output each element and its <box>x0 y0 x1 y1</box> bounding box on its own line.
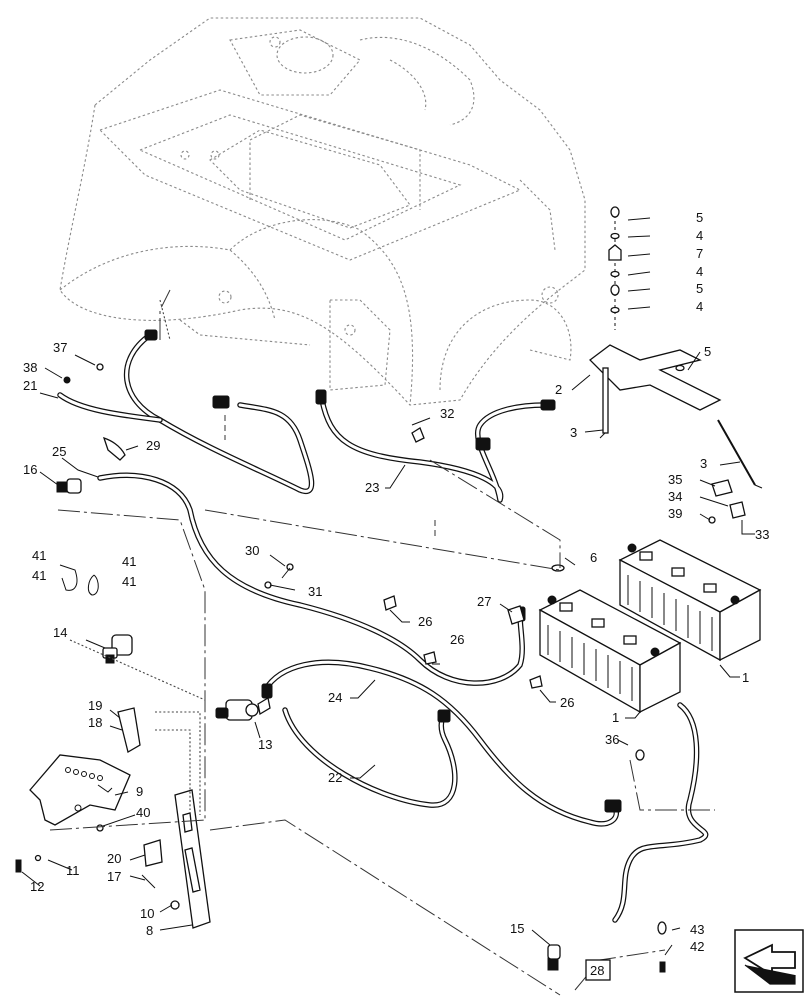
callout-32: 32 <box>440 406 454 421</box>
callout-26: 26 <box>450 632 464 647</box>
callout-18: 18 <box>88 715 102 730</box>
callout-27: 27 <box>477 594 491 609</box>
callout-17: 17 <box>107 869 121 884</box>
small-parts <box>63 363 746 973</box>
connector-16 <box>56 478 82 494</box>
callout-6: 6 <box>590 550 597 565</box>
callout-36: 36 <box>605 732 619 747</box>
callout-34: 34 <box>668 489 682 504</box>
callout-4: 4 <box>696 228 703 243</box>
bolt-12 <box>15 859 22 873</box>
callout-leaders <box>21 217 755 956</box>
callout-11: 11 <box>66 863 80 878</box>
callout-41: 41 <box>122 554 136 569</box>
callout-4: 4 <box>696 264 703 279</box>
callout-1: 1 <box>612 710 619 725</box>
clip-29 <box>102 436 126 461</box>
callout-5: 5 <box>696 210 703 225</box>
callout-26: 26 <box>418 614 432 629</box>
nut-10 <box>170 900 180 910</box>
callout-labels: 5 4 7 4 5 4 5 2 3 3 35 34 39 33 6 1 1 36… <box>23 210 769 954</box>
callout-5: 5 <box>704 344 711 359</box>
reference-lines <box>49 289 715 996</box>
callout-1: 1 <box>742 670 749 685</box>
next-page-arrow-icon[interactable] <box>734 929 804 993</box>
cable-terminals <box>144 329 622 813</box>
callout-5: 5 <box>696 281 703 296</box>
callout-33: 33 <box>755 527 769 542</box>
battery-rear <box>618 539 762 662</box>
callout-3: 3 <box>700 456 707 471</box>
callout-8: 8 <box>146 923 153 938</box>
callout-37: 37 <box>53 340 67 355</box>
cable-22 <box>282 707 458 808</box>
callout-10: 10 <box>140 906 154 921</box>
callout-23: 23 <box>365 480 379 495</box>
bracket-9 <box>29 754 131 826</box>
callout-25: 25 <box>52 444 66 459</box>
disconnect-switch-13 <box>215 696 271 721</box>
callout-38: 38 <box>23 360 37 375</box>
battery-front <box>538 589 682 714</box>
cable-21 <box>123 332 315 495</box>
callout-16: 16 <box>23 462 37 477</box>
callout-29: 29 <box>146 438 160 453</box>
p-clips-41 <box>59 564 99 596</box>
callout-20: 20 <box>107 851 121 866</box>
callout-40: 40 <box>136 805 150 820</box>
callout-41: 41 <box>122 574 136 589</box>
callout-39: 39 <box>668 506 682 521</box>
chassis-phantom-outline <box>59 17 586 406</box>
reference-box[interactable]: 28 <box>585 959 611 981</box>
callout-43: 43 <box>690 922 704 937</box>
callout-41: 41 <box>32 568 46 583</box>
callout-35: 35 <box>668 472 682 487</box>
callout-41: 41 <box>32 548 46 563</box>
callout-4: 4 <box>696 299 703 314</box>
callout-13: 13 <box>258 737 272 752</box>
reference-box-label: 28 <box>590 963 604 978</box>
mounting-frame <box>155 711 201 815</box>
connector-15 <box>547 944 561 971</box>
ground-cable <box>612 702 709 923</box>
battery-switch-14 <box>102 634 133 664</box>
cable-25 <box>97 472 525 686</box>
callout-14: 14 <box>53 625 67 640</box>
callout-21: 21 <box>23 378 37 393</box>
callout-9: 9 <box>136 784 143 799</box>
callout-19: 19 <box>88 698 102 713</box>
callout-15: 15 <box>510 921 524 936</box>
cable-24 <box>262 659 619 827</box>
callout-42: 42 <box>690 939 704 954</box>
callout-31: 31 <box>308 584 322 599</box>
callout-12: 12 <box>30 879 44 894</box>
callout-26: 26 <box>560 695 574 710</box>
battery-cables <box>57 332 709 923</box>
cable-23 <box>319 397 548 503</box>
callout-24: 24 <box>328 690 342 705</box>
hardware-stack <box>608 206 685 372</box>
spacer-20 <box>143 839 163 867</box>
callout-30: 30 <box>245 543 259 558</box>
battery-hold-down-bracket <box>589 344 763 489</box>
callout-7: 7 <box>696 246 703 261</box>
plate-18 <box>117 707 141 753</box>
callout-22: 22 <box>328 770 342 785</box>
callout-3: 3 <box>570 425 577 440</box>
callout-2: 2 <box>555 382 562 397</box>
